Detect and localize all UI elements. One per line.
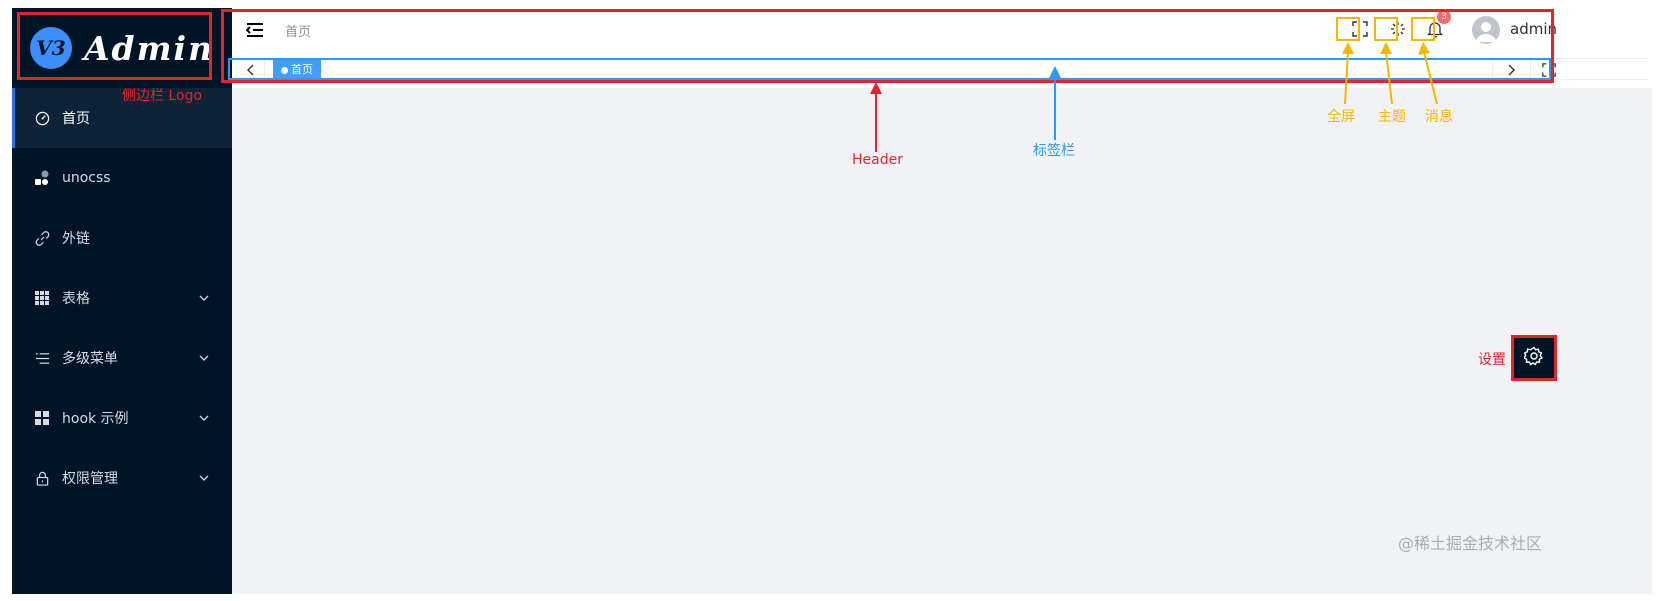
sidebar-item-label: 首页 [62,111,90,127]
annotation-label-fullscreen: 全屏 [1327,109,1355,125]
sidebar-item-label: 外链 [62,231,90,247]
dashboard-icon [34,110,50,126]
annotation-label-message: 消息 [1425,109,1453,125]
sidebar: V3 Admin 首页 unocss 外链 [12,8,232,594]
gear-icon [1523,346,1544,370]
tab-label: 首页 [291,63,313,76]
sidebar-item-permission[interactable]: 权限管理 [12,448,232,508]
annotation-box-logo [17,12,212,80]
annotation-box-tabs [228,58,1551,80]
menu-fold-icon[interactable] [246,22,264,38]
chevron-down-icon [199,295,209,301]
chevron-down-icon [199,355,209,361]
unocss-icon [34,170,50,186]
sidebar-item-label: 权限管理 [62,471,118,487]
avatar[interactable] [1472,16,1500,44]
chevron-right-icon[interactable] [1502,61,1520,79]
grid-icon [34,290,50,306]
link-icon [34,230,50,246]
sidebar-item-label: 表格 [62,291,90,307]
logo-text: Admin [83,28,215,68]
annotation-label-settings: 设置 [1478,352,1506,368]
annotation-box-theme [1374,17,1398,41]
annotation-box-message [1411,17,1435,41]
annotation-box-fullscreen [1336,17,1360,41]
tabs-divider [1530,59,1531,81]
tab-home[interactable]: 首页 [273,59,321,81]
sidebar-item-external-link[interactable]: 外链 [12,208,232,268]
tabs-divider [1492,59,1493,81]
annotation-label-header: Header [852,152,903,168]
sidebar-item-hook-examples[interactable]: hook 示例 [12,388,232,448]
tab-active-dot [281,66,288,74]
annotation-label-theme: 主题 [1378,109,1406,125]
annotation-label-tabs: 标签栏 [1033,143,1075,159]
chevron-left-icon[interactable] [242,61,260,79]
logo-badge: V3 [29,27,72,69]
sidebar-item-multilevel-menu[interactable]: 多级菜单 [12,328,232,388]
app-frame: V3 Admin 首页 unocss 外链 [12,8,1652,594]
chevron-down-icon [199,415,209,421]
theme-icon[interactable] [1387,18,1409,40]
chevron-down-icon [199,475,209,481]
sidebar-item-unocss[interactable]: unocss [12,148,232,208]
lock-icon [34,470,50,486]
breadcrumb[interactable]: 首页 [285,25,312,40]
sidebar-item-table[interactable]: 表格 [12,268,232,328]
sidebar-item-home[interactable]: 首页 [12,88,232,148]
settings-button[interactable] [1514,338,1554,378]
notification-badge: 3 [1437,10,1451,24]
tabs-divider [264,59,265,81]
username[interactable]: admin [1510,20,1557,38]
list-icon [34,350,50,366]
sidebar-item-label: hook 示例 [62,411,129,427]
annotation-label-logo: 侧边栏 Logo [122,88,203,104]
sidebar-item-label: unocss [62,170,111,186]
apps-icon [34,410,50,426]
fullscreen-icon[interactable] [1349,18,1371,40]
annotation-box-header [221,9,1554,83]
sidebar-logo[interactable]: V3 Admin [12,8,232,88]
annotation-box-settings [1511,335,1557,381]
sidebar-menu: 首页 unocss 外链 表格 [12,88,232,508]
header: 首页 3 admin 首页 [232,8,1652,88]
sidebar-item-label: 多级菜单 [62,351,118,367]
watermark: @稀土掘金技术社区 [1398,534,1543,553]
